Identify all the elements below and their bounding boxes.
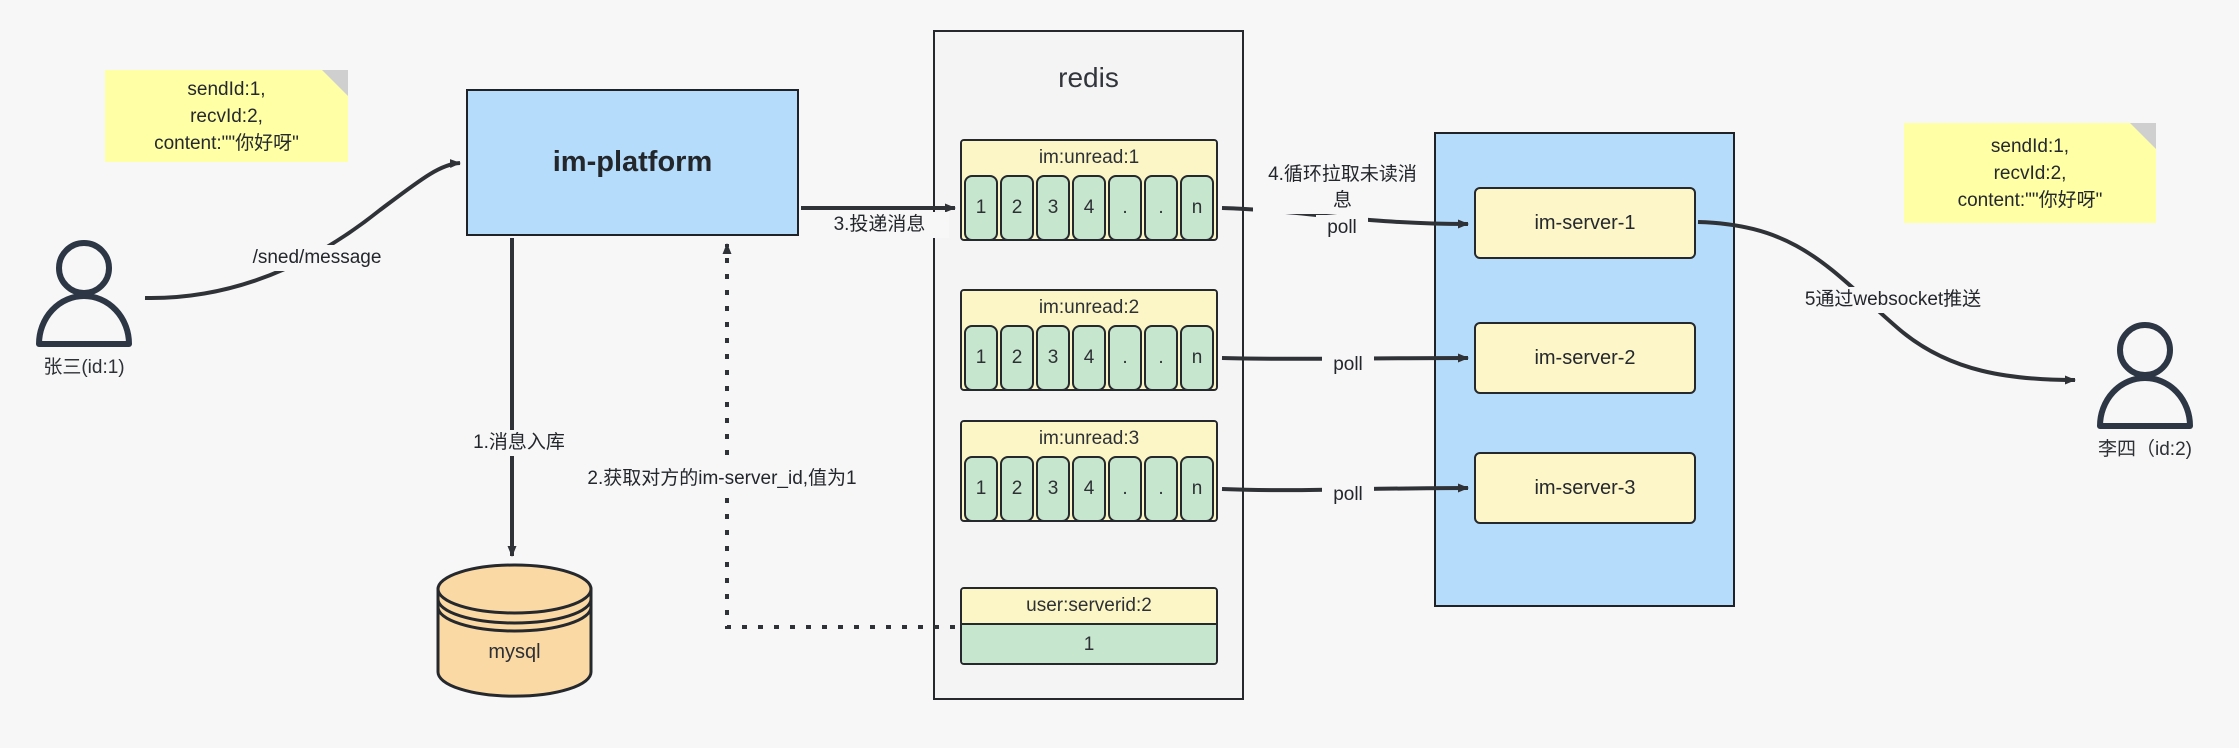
list-cell: 1 [964,175,998,239]
list-cell: 4 [1072,456,1106,520]
list-cell: 1 [964,325,998,389]
actor-receiver-label: 李四（id:2) [2098,439,2192,460]
redis-key-label: im:unread:3 [962,422,1216,456]
list-cell: n [1180,325,1214,389]
edge-label-poll-2: poll [1322,352,1374,378]
node-mysql-label: mysql [488,641,541,664]
redis-value-cell: 1 [962,623,1216,663]
edge-label-send-message: /sned/message [230,245,404,271]
list-cell: . [1144,456,1178,520]
redis-key-im-unread-1[interactable]: im:unread:1 1 2 3 4 . . n [960,139,1218,241]
sticky-note-right-text: sendId:1, recvId:2, content:""你好呀" [1957,135,2103,211]
node-im-server-3-label: im-server-3 [1534,476,1636,499]
edge-label-poll-3: poll [1322,482,1374,508]
list-cell: n [1180,175,1214,239]
person-icon [36,240,132,347]
list-cell: 3 [1036,325,1070,389]
actor-sender-label: 张三(id:1) [43,357,125,378]
person-icon [2097,322,2193,429]
redis-list-cells: 1 2 3 4 . . n [962,175,1216,239]
edge-label-step5: 5通过websocket推送 [1786,287,2000,313]
sticky-note-left: sendId:1, recvId:2, content:""你好呀" [105,70,348,162]
database-cylinder-icon [436,563,593,698]
redis-key-im-unread-2[interactable]: im:unread:2 1 2 3 4 . . n [960,289,1218,391]
edge-label-step2: 2.获取对方的im-server_id,值为1 [570,466,874,492]
node-mysql[interactable]: mysql [432,563,597,698]
edge-label-step1: 1.消息入库 [452,430,586,456]
node-im-server-3[interactable]: im-server-3 [1474,452,1696,524]
node-redis-title: redis [1058,62,1119,93]
list-cell: 4 [1072,175,1106,239]
sticky-note-right: sendId:1, recvId:2, content:""你好呀" [1904,123,2156,223]
list-cell: 2 [1000,325,1034,389]
edge-send-message [144,159,461,301]
edge-label-step4: 4.循环拉取未读消 息 [1253,162,1432,214]
redis-key-label: im:unread:1 [962,141,1216,175]
list-cell: 3 [1036,456,1070,520]
list-cell: 2 [1000,175,1034,239]
actor-receiver: 李四（id:2) [2085,322,2205,462]
redis-key-label: im:unread:2 [962,291,1216,325]
list-cell: . [1108,456,1142,520]
edge-step2-get-server-id [722,243,955,629]
node-im-server-2[interactable]: im-server-2 [1474,322,1696,394]
edge-label-poll-1: poll [1316,215,1368,241]
list-cell: n [1180,456,1214,520]
edge-label-step3: 3.投递消息 [810,212,949,238]
sticky-note-left-text: sendId:1, recvId:2, content:""你好呀" [154,78,299,154]
redis-key-label: user:serverid:2 [962,589,1216,623]
note-fold-icon [2130,123,2156,149]
list-cell: . [1108,175,1142,239]
redis-list-cells: 1 2 3 4 . . n [962,325,1216,389]
list-cell: . [1144,325,1178,389]
list-cell: . [1108,325,1142,389]
list-cell: 4 [1072,325,1106,389]
node-im-server-1-label: im-server-1 [1534,211,1636,234]
redis-key-user-serverid-2[interactable]: user:serverid:2 1 [960,587,1218,665]
node-im-server-2-label: im-server-2 [1534,346,1636,369]
list-cell: 2 [1000,456,1034,520]
list-cell: . [1144,175,1178,239]
node-im-platform-label: im-platform [552,146,713,178]
list-cell: 1 [964,456,998,520]
note-fold-icon [322,70,348,96]
redis-key-im-unread-3[interactable]: im:unread:3 1 2 3 4 . . n [960,420,1218,522]
node-im-platform[interactable]: im-platform [466,89,799,236]
redis-list-cells: 1 2 3 4 . . n [962,456,1216,520]
node-im-server-1[interactable]: im-server-1 [1474,187,1696,259]
actor-sender: 张三(id:1) [24,240,144,380]
list-cell: 3 [1036,175,1070,239]
